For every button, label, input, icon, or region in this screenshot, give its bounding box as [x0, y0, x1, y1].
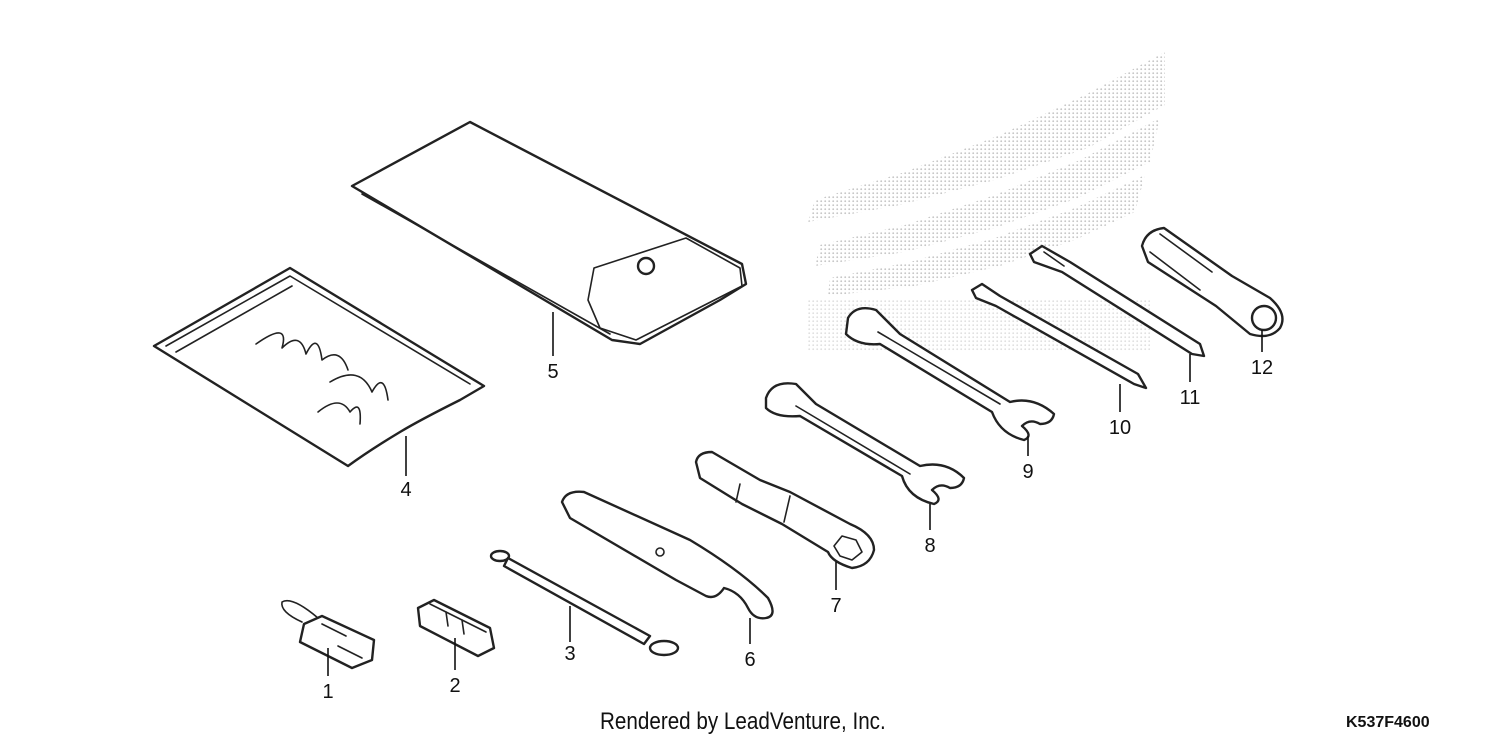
part-11-screwdriver-flat[interactable] [1028, 244, 1206, 358]
part-12-screwdriver-handle[interactable] [1140, 226, 1284, 338]
rendered-by-credit: Rendered by LeadVenture, Inc. [600, 708, 886, 735]
callout-5: 5 [547, 361, 558, 383]
part-3-extension-bar[interactable] [489, 549, 680, 657]
part-7-spark-plug-wrench[interactable] [694, 450, 876, 570]
honda-wing-logo [808, 52, 1165, 352]
callout-12: 12 [1251, 357, 1273, 379]
callout-2: 2 [449, 675, 460, 697]
callout-10: 10 [1109, 417, 1131, 439]
part-4-owners-manual-bag[interactable] [152, 266, 486, 468]
callout-labels: 1 2 3 4 5 6 7 8 9 10 11 12 [322, 357, 1273, 703]
part-2-fuse-puller[interactable] [416, 598, 496, 658]
diagram-code: K537F4600 [1346, 714, 1430, 731]
callout-8: 8 [924, 535, 935, 557]
part-6-pin-spanner[interactable] [560, 490, 774, 620]
part-10-screwdriver-phillips[interactable] [970, 282, 1148, 390]
part-5-tool-pouch[interactable] [350, 120, 748, 346]
part-8-open-end-wrench[interactable] [764, 382, 966, 506]
callout-1: 1 [322, 681, 333, 703]
callout-3: 3 [564, 643, 575, 665]
callout-4: 4 [400, 479, 411, 501]
part-1-connector[interactable] [281, 599, 376, 670]
callout-11: 11 [1180, 387, 1201, 409]
callout-9: 9 [1022, 461, 1033, 483]
part-9-open-end-wrench[interactable] [844, 307, 1056, 442]
leader-lines [327, 312, 1263, 676]
callout-7: 7 [830, 595, 841, 617]
callout-6: 6 [744, 649, 755, 671]
